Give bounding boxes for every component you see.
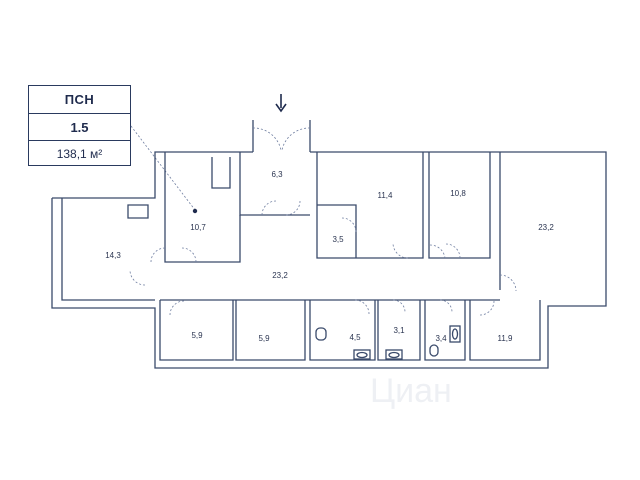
outer-walls [51, 120, 607, 369]
room-label: 4,5 [349, 333, 361, 342]
room-label: 11,4 [378, 191, 394, 200]
sink-icon [449, 325, 461, 343]
location-dot-icon [192, 208, 198, 214]
room-label: 23,2 [272, 271, 288, 280]
sink-icon [353, 349, 371, 360]
interior-walls [61, 152, 541, 361]
unit-area: 138,1 м² [29, 140, 130, 167]
room-label: 23,2 [538, 223, 554, 232]
leader-line [130, 125, 196, 211]
door-swings [129, 127, 517, 316]
room-label: 3,4 [435, 334, 447, 343]
room-label: 10,8 [450, 189, 466, 198]
watermark-logo: Циан [370, 372, 452, 410]
room-label: 11,9 [498, 334, 514, 343]
room-label: 5,9 [191, 331, 203, 340]
toilet-icon [315, 327, 327, 341]
unit-type: ПСН [64, 92, 95, 107]
sink-icon [385, 349, 403, 360]
unit-info-card: ПСН 1.5 138,1 м² [28, 85, 131, 166]
entrance-arrow-icon [275, 94, 287, 113]
room-label: 3,1 [393, 326, 405, 335]
room-label: 3,5 [332, 235, 344, 244]
unit-number: 1.5 [29, 113, 130, 140]
room-label: 5,9 [258, 334, 270, 343]
room-label: 10,7 [190, 223, 206, 232]
room-label: 6,3 [271, 170, 283, 179]
toilet-icon [429, 344, 439, 357]
room-label: 14,3 [105, 251, 121, 260]
